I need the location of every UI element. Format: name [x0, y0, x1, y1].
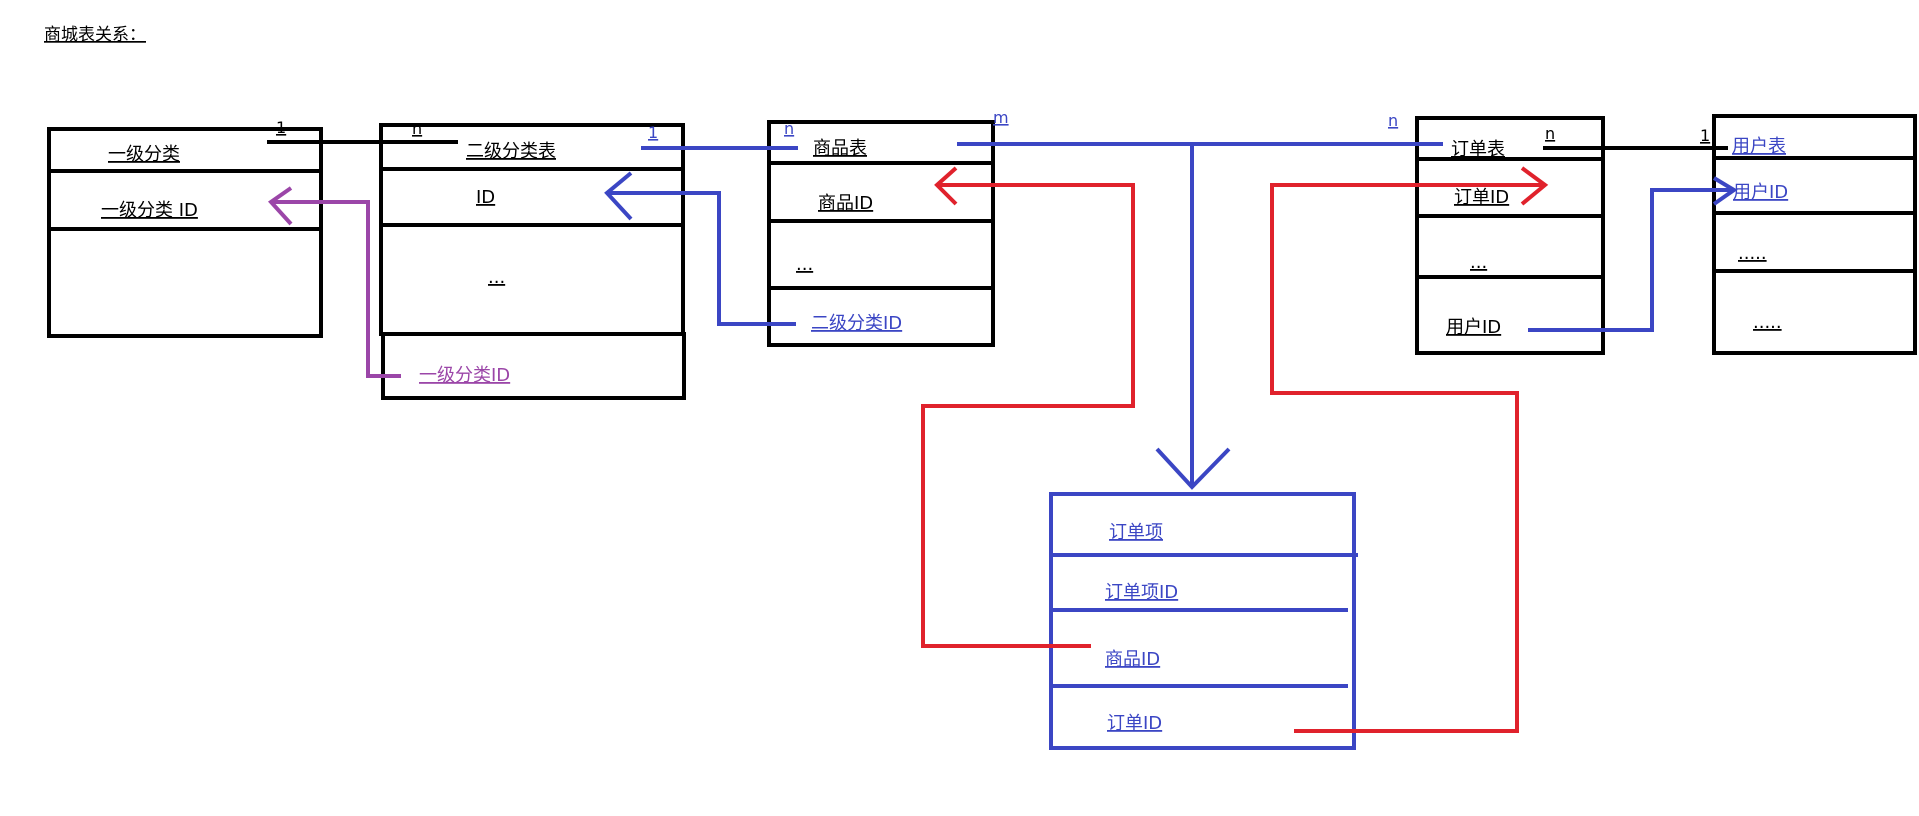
table-order-item: [1049, 492, 1358, 750]
table-user: [1712, 114, 1917, 355]
table-order-frame: [1415, 116, 1605, 355]
card-cat2-product-one: 1: [648, 123, 658, 142]
fk-product-cat2: [607, 191, 796, 326]
table-order-item-field-id: 订单项ID: [1105, 582, 1178, 603]
table-order: [1415, 116, 1605, 355]
fk-order-user: [1528, 188, 1734, 332]
table-product-header: 商品表: [813, 138, 867, 159]
table-user-field-more2: .....: [1753, 312, 1782, 333]
table-order-item-frame: [1049, 492, 1356, 750]
table-product: [767, 120, 995, 347]
table-order-item-field-order: 订单ID: [1107, 713, 1162, 734]
card-order-user-one: 1: [1700, 126, 1710, 145]
table-user-frame: [1712, 114, 1917, 355]
table-category2-field-more: ...: [488, 267, 505, 288]
fk-orderitem-product: [921, 183, 1135, 648]
table-product-field-fk: 二级分类ID: [811, 313, 902, 334]
table-order-item-field-product: 商品ID: [1105, 649, 1160, 670]
table-category1-header: 一级分类: [108, 144, 180, 165]
card-cat1-cat2-many: n: [412, 119, 422, 138]
table-user-field-more1: .....: [1738, 243, 1767, 264]
table-category2-header: 二级分类表: [466, 141, 556, 162]
arrow-head-order-item: [1155, 447, 1231, 490]
arrow-head-cat1-id: [267, 186, 293, 226]
table-order-field-id: 订单ID: [1454, 187, 1509, 208]
arrow-head-product-id: [934, 166, 958, 206]
table-category1: [47, 127, 323, 338]
diagram-title: 商城表关系：: [44, 25, 146, 45]
table-category1-field-id: 一级分类 ID: [101, 200, 198, 221]
card-order-user-many: n: [1545, 124, 1555, 143]
table-order-field-fk: 用户ID: [1446, 317, 1501, 338]
table-order-item-header: 订单项: [1109, 522, 1163, 543]
table-category2-fk-row: [381, 332, 686, 400]
card-product-order-n: n: [1388, 111, 1398, 130]
table-product-frame: [767, 120, 995, 347]
table-product-field-id: 商品ID: [818, 193, 873, 214]
fk-orderitem-order: [1270, 183, 1545, 733]
fk-cat2-cat1: [271, 200, 401, 378]
table-category1-frame: [47, 127, 323, 338]
arrow-head-user-id: [1712, 176, 1738, 206]
arrow-head-order-id: [1520, 166, 1549, 206]
table-user-field-id: 用户ID: [1733, 182, 1788, 203]
card-product-order-m: m: [993, 108, 1009, 127]
table-order-field-more: ...: [1470, 252, 1487, 273]
table-category2-field-fk: 一级分类ID: [419, 365, 510, 386]
table-product-field-more: ...: [796, 254, 813, 275]
table-category2-field-id: ID: [476, 187, 495, 208]
arrow-head-cat2-id: [604, 171, 633, 221]
card-cat1-cat2-one: 1: [276, 118, 286, 137]
card-cat2-product-many: n: [784, 119, 794, 138]
table-category2: [379, 123, 686, 400]
table-order-header: 订单表: [1451, 139, 1505, 160]
table-user-header: 用户表: [1732, 136, 1786, 157]
